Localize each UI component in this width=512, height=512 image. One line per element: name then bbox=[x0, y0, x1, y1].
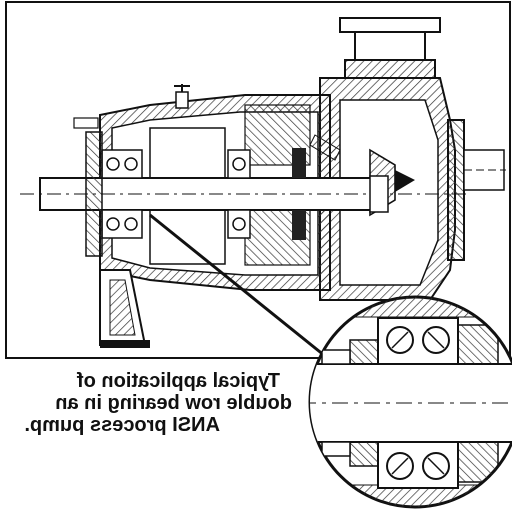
bearing-end-cover bbox=[73, 117, 103, 257]
detail-circle-magnifier-icon bbox=[308, 295, 512, 509]
discharge-flange bbox=[339, 17, 441, 79]
figure-caption: Typical application of double row bearin… bbox=[0, 370, 300, 436]
caption-line-2: double row bearing in an bbox=[55, 392, 292, 414]
single-row-bearing-icon bbox=[227, 149, 251, 239]
detail-leader-line bbox=[149, 213, 331, 362]
vent-plug-icon bbox=[174, 84, 190, 109]
caption-line-1: Typical application of bbox=[77, 370, 280, 392]
double-row-bearing-icon bbox=[101, 149, 143, 239]
caption-line-3: ANSI process pump. bbox=[24, 414, 220, 436]
support-foot bbox=[99, 269, 150, 348]
mechanical-seal bbox=[292, 134, 341, 240]
